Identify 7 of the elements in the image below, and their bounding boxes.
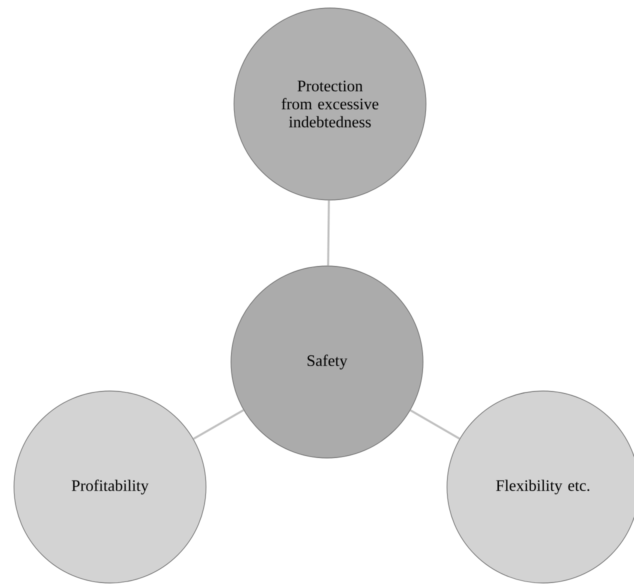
circle-node: Safety bbox=[230, 266, 424, 458]
connector-line bbox=[410, 409, 460, 440]
connector-line bbox=[327, 200, 330, 266]
circle-node: Protection from excessive indebtedness bbox=[234, 8, 426, 200]
circle-node: Profitability bbox=[14, 390, 206, 584]
connector-line bbox=[192, 409, 244, 440]
circle-node: Flexibility etc. bbox=[446, 390, 634, 584]
